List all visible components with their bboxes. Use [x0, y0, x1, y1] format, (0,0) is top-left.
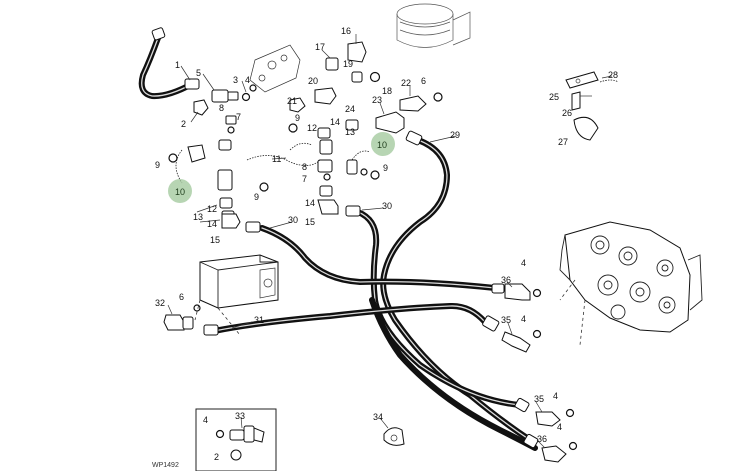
callout-29: 29 [450, 130, 460, 140]
callout-4d: 4 [553, 391, 558, 401]
callout-9b: 9 [254, 192, 259, 202]
callout-26: 26 [562, 108, 572, 118]
callout-7: 7 [236, 112, 241, 122]
callout-15: 15 [210, 235, 220, 245]
callout-24: 24 [345, 104, 355, 114]
callout-3: 3 [233, 75, 238, 85]
callout-9c: 9 [295, 113, 300, 123]
callout-17: 17 [315, 42, 325, 52]
callout-32: 32 [155, 298, 165, 308]
callout-4: 4 [245, 75, 250, 85]
callout-34: 34 [373, 412, 383, 422]
highlighted-callouts: 10 10 [168, 132, 395, 203]
inset-detail-box [195, 408, 277, 471]
hydraulic-filter-block [194, 254, 279, 336]
fitting-32 [163, 304, 201, 331]
hoses [138, 35, 538, 451]
callout-2b: 2 [214, 452, 219, 462]
callout-4f: 4 [203, 415, 208, 425]
callout-1: 1 [175, 60, 180, 70]
callout-22: 22 [401, 78, 411, 88]
hose-end-fittings [151, 27, 539, 449]
callout-21: 21 [287, 96, 297, 106]
figure-code: WP1492 [152, 462, 179, 469]
callout-8b: 8 [302, 162, 307, 172]
callout-6b: 6 [179, 292, 184, 302]
callout-36b: 36 [537, 434, 547, 444]
highlight-10-right-marker [371, 132, 395, 156]
highlight-10-right: 10 [377, 140, 387, 150]
callout-35b: 35 [534, 394, 544, 404]
callout-36: 36 [501, 275, 511, 285]
callout-27: 27 [558, 137, 568, 147]
callout-2: 2 [181, 119, 186, 129]
callout-12b: 12 [307, 123, 317, 133]
callout-14b: 14 [305, 198, 315, 208]
callout-9d: 9 [383, 163, 388, 173]
callout-5: 5 [196, 68, 201, 78]
elbow-fittings [501, 283, 578, 463]
callout-13: 13 [193, 212, 203, 222]
callout-33: 33 [235, 411, 245, 421]
callout-28: 28 [608, 70, 618, 80]
callout-11: 11 [272, 154, 281, 164]
control-valve-assembly [559, 221, 703, 346]
callout-7b: 7 [302, 174, 307, 184]
callout-14: 14 [207, 219, 217, 229]
highlight-10-left-marker [168, 179, 192, 203]
bracket-parts-25-28 [565, 71, 619, 141]
callout-20: 20 [308, 76, 318, 86]
callout-16: 16 [341, 26, 351, 36]
callout-35: 35 [501, 315, 511, 325]
callout-25: 25 [549, 92, 559, 102]
callout-18: 18 [382, 86, 392, 96]
callout-14c: 14 [330, 117, 340, 127]
callout-31: 31 [254, 315, 264, 325]
upper-fitting-cluster [168, 41, 443, 229]
clamp-34 [383, 427, 405, 446]
callout-13b: 13 [345, 127, 355, 137]
callout-4c: 4 [521, 314, 526, 324]
callout-30: 30 [288, 215, 298, 225]
leader-lines [167, 34, 613, 449]
callout-8: 8 [219, 103, 224, 113]
callout-6: 6 [421, 76, 426, 86]
valve-block-top [249, 44, 301, 93]
callout-9: 9 [155, 160, 160, 170]
callout-12: 12 [207, 204, 217, 214]
callout-15b: 15 [305, 217, 315, 227]
hose-lower-cross [369, 297, 538, 451]
callout-4b: 4 [521, 258, 526, 268]
callout-19: 19 [343, 59, 353, 69]
pump-housing-outline [396, 3, 471, 48]
callout-4e: 4 [557, 422, 562, 432]
callout-30b: 30 [382, 201, 392, 211]
callout-23: 23 [372, 95, 382, 105]
callout-labels: 1 2 2 3 4 4 4 4 4 4 5 6 6 7 7 8 8 9 9 9 … [155, 26, 618, 462]
highlight-10-left: 10 [175, 187, 185, 197]
